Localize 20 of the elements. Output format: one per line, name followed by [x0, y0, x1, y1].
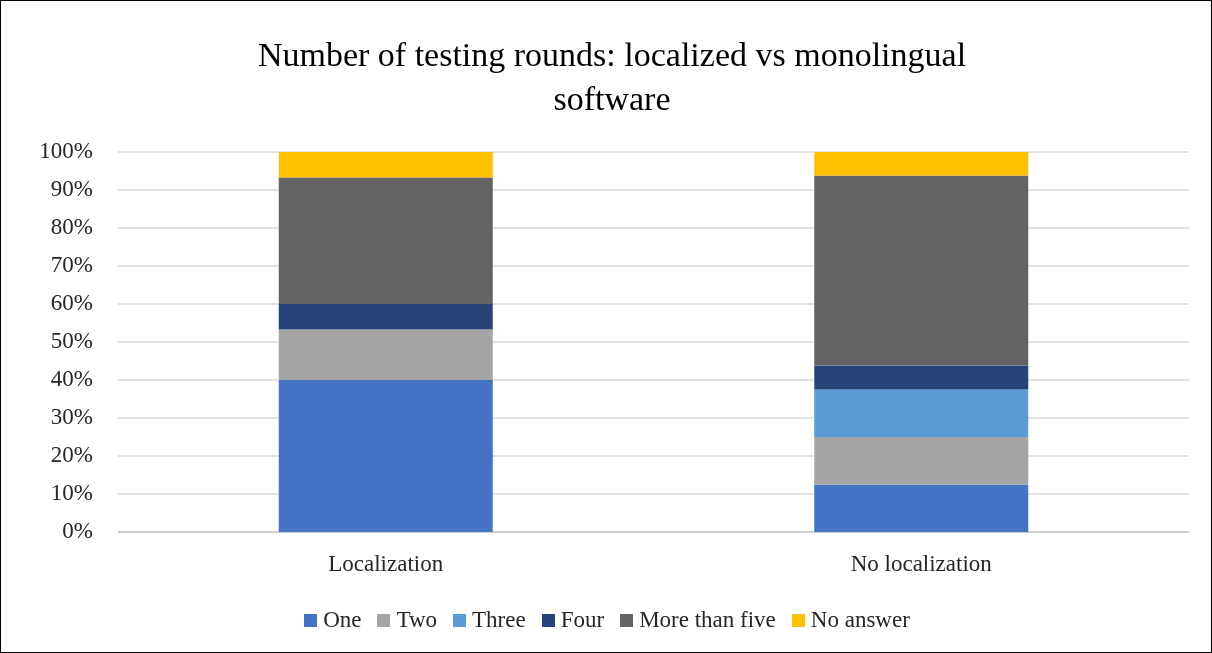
axis-category-label: No localization [849, 551, 993, 577]
axis-tick-label: 70% [50, 252, 93, 278]
chart-title: Number of testing rounds: localized vs monolingual software [256, 35, 968, 119]
axis-tick-label: 30% [50, 404, 93, 430]
legend-label: Four [560, 607, 605, 633]
legend-label: More than five [639, 607, 776, 633]
axis-tick-label: 10% [50, 480, 93, 506]
axis-tick-label: 60% [50, 290, 93, 316]
legend-label: Three [472, 607, 526, 633]
axis-tick-label: 50% [50, 328, 93, 354]
axis-tick-label: 90% [50, 176, 93, 202]
legend-label: Two [396, 607, 438, 633]
axis-tick-label: 0% [62, 518, 93, 544]
axis-tick-label: 100% [39, 138, 93, 164]
legend-label: No answer [810, 607, 910, 633]
axis-tick-label: 20% [50, 442, 93, 468]
axis-category-label: Localization [327, 551, 445, 577]
axis-tick-label: 40% [50, 366, 93, 392]
legend-label: One [323, 607, 362, 633]
axis-tick-label: 80% [50, 214, 93, 240]
